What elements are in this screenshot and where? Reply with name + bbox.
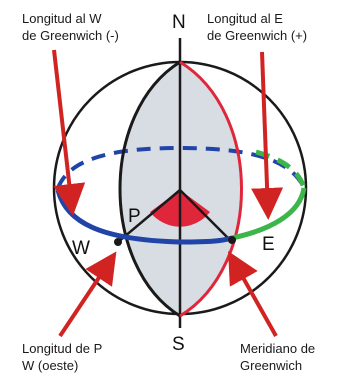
label-west-longitude: Longitud al W de Greenwich (-) [22, 10, 119, 44]
point-p-dot [114, 238, 122, 246]
label-west-longitude-line-1: Longitud al W [22, 10, 119, 27]
letter-east: E [262, 234, 275, 256]
letter-west: W [72, 238, 90, 260]
letter-south: S [172, 334, 185, 356]
label-point-longitude-line-2: W (oeste) [22, 357, 102, 374]
label-east-longitude-line-2: de Greenwich (+) [207, 27, 307, 44]
label-greenwich-meridian-line-2: Greenwich [240, 357, 315, 374]
label-greenwich-meridian: Meridiano de Greenwich [240, 340, 315, 374]
letter-point: P [128, 206, 141, 228]
label-west-longitude-line-2: de Greenwich (-) [22, 27, 119, 44]
label-east-longitude-line-1: Longitud al E [207, 10, 307, 27]
greenwich-equator-dot [228, 236, 236, 244]
label-point-longitude: Longitud de P W (oeste) [22, 340, 102, 374]
label-greenwich-meridian-line-1: Meridiano de [240, 340, 315, 357]
label-east-longitude: Longitud al E de Greenwich (+) [207, 10, 307, 44]
letter-north: N [172, 12, 186, 34]
label-point-longitude-line-1: Longitud de P [22, 340, 102, 357]
